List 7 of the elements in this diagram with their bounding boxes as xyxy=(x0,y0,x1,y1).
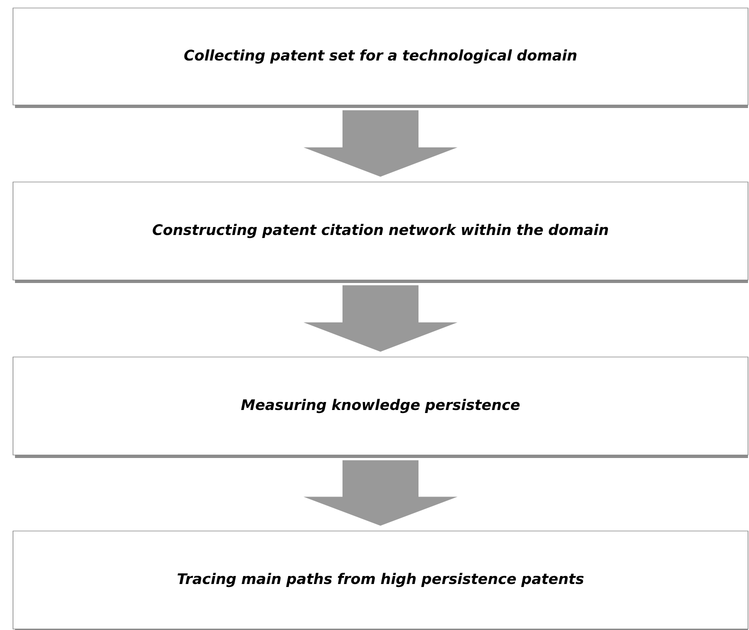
block-arrow xyxy=(304,460,458,526)
process-box: Collecting patent set for a technological domain xyxy=(12,8,748,108)
block-arrow xyxy=(304,285,458,352)
process-box: Tracing main paths from high persistence patents xyxy=(12,530,748,630)
process-box: Measuring knowledge persistence xyxy=(12,356,748,458)
process-box: Constructing patent citation network within the domain xyxy=(12,182,748,283)
block-arrow xyxy=(304,110,458,177)
